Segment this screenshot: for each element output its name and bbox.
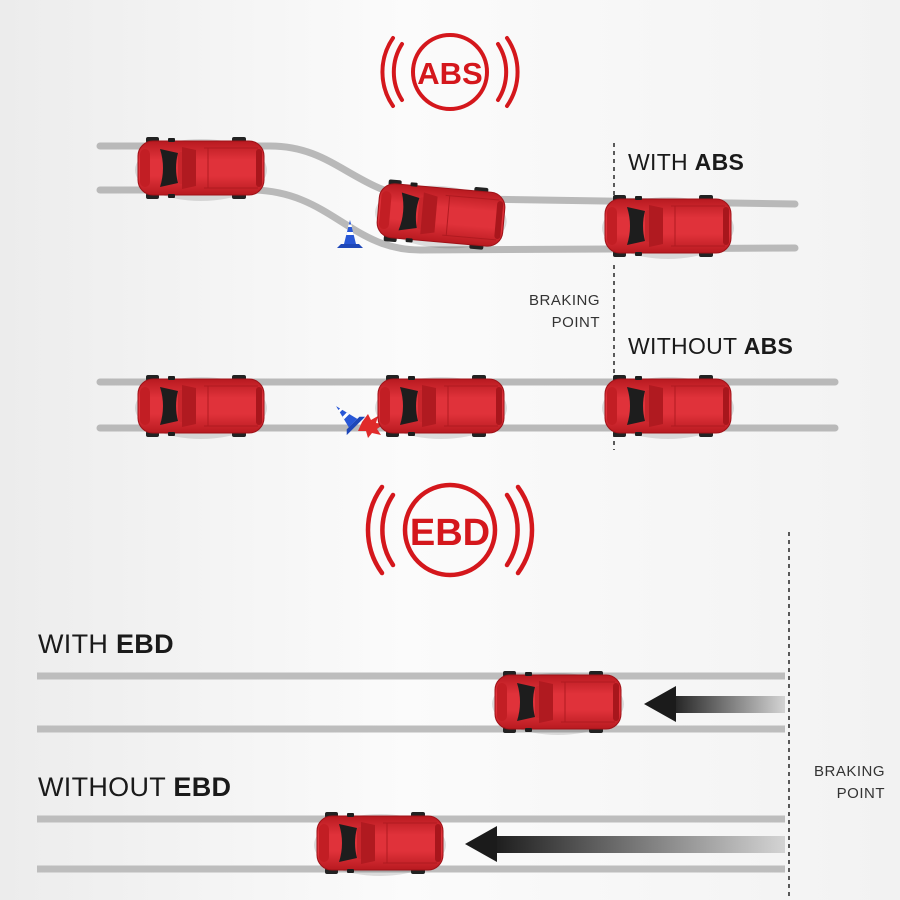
car-icon <box>134 374 268 440</box>
car-icon <box>134 136 268 202</box>
with-ebd-label-strong: EBD <box>115 629 174 659</box>
arrow-left-icon <box>644 686 785 722</box>
ebd-badge: EBD <box>365 482 535 578</box>
ebd-braking-point-line1: BRAKING <box>813 763 885 780</box>
ebd-badge-text: EBD <box>410 512 490 554</box>
without-abs-label-prefix: WITHOUT <box>628 333 744 359</box>
car-icon <box>601 374 735 440</box>
abs-badge: ABS <box>380 33 520 111</box>
arrow-left-icon <box>465 826 785 862</box>
with-abs-label: WITH ABS <box>628 149 744 176</box>
ebd-braking-point-label: BRAKING POINT <box>785 761 885 805</box>
abs-braking-point-label: BRAKING POINT <box>500 290 600 334</box>
with-abs-label-strong: ABS <box>694 149 745 175</box>
abs-braking-point-line2: POINT <box>551 314 600 331</box>
with-ebd-track <box>37 672 785 733</box>
abs-badge-text: ABS <box>417 56 482 91</box>
ebd-braking-point-line2: POINT <box>836 785 885 802</box>
car-icon <box>313 811 447 877</box>
car-icon <box>371 177 510 255</box>
without-ebd-label-strong: EBD <box>173 772 232 802</box>
with-ebd-label-prefix: WITH <box>38 629 116 659</box>
without-ebd-label-prefix: WITHOUT <box>38 772 174 802</box>
car-icon <box>374 374 508 440</box>
with-ebd-label: WITH EBD <box>38 629 174 660</box>
abs-braking-point-line1: BRAKING <box>528 292 600 309</box>
without-abs-label: WITHOUT ABS <box>628 333 793 360</box>
collision-icon <box>358 414 384 438</box>
without-ebd-label: WITHOUT EBD <box>38 772 231 803</box>
with-abs-label-prefix: WITH <box>628 149 695 175</box>
car-icon <box>601 194 735 260</box>
without-abs-label-strong: ABS <box>743 333 794 359</box>
car-icon <box>491 670 625 736</box>
